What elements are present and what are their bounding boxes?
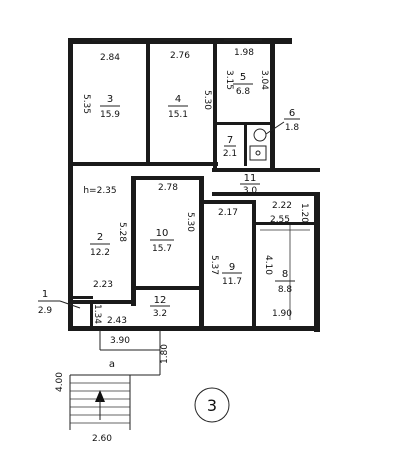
dim-1-98: 1.98 xyxy=(234,48,254,58)
drain-icon xyxy=(255,150,261,156)
dim-5-28: 5.28 xyxy=(117,222,127,242)
dim-5-37: 5.37 xyxy=(209,255,219,275)
wall-10-9 xyxy=(199,176,204,326)
entrance-arrow-icon xyxy=(95,390,105,402)
room-2-area: 12.2 xyxy=(90,248,110,258)
room-8-number: 8 xyxy=(282,269,288,280)
dim-3-90: 3.90 xyxy=(110,336,130,346)
room-4-number: 4 xyxy=(175,94,181,105)
room-2-number: 2 xyxy=(97,232,103,243)
room-1-area: 2.9 xyxy=(38,306,53,316)
porch xyxy=(69,330,161,430)
wall-top-9 xyxy=(199,200,254,204)
room-3-number: 3 xyxy=(107,94,113,105)
dim-4-00: 4.00 xyxy=(55,372,65,392)
room-6-number: 6 xyxy=(289,108,295,119)
dim-4-10: 4.10 xyxy=(263,255,273,275)
wall-3-4 xyxy=(146,44,150,164)
dim-height-2-35: h=2.35 xyxy=(83,186,116,196)
wall-right-upper xyxy=(270,38,275,168)
dim-5-30-a: 5.30 xyxy=(202,90,212,110)
sheet-number: 3 xyxy=(207,396,217,415)
dim-2-22: 2.22 xyxy=(272,201,292,211)
room-10-area: 15.7 xyxy=(152,244,172,254)
wall-right-lower xyxy=(314,195,320,332)
dim-1-90: 1.90 xyxy=(272,309,292,319)
wall-room1 xyxy=(73,296,93,299)
wall-top xyxy=(68,38,292,44)
dim-2-78: 2.78 xyxy=(158,183,178,193)
wall-4-5 xyxy=(213,44,217,169)
room-12-area: 3.2 xyxy=(153,309,167,319)
room-11-area: 3.0 xyxy=(243,186,258,196)
room-9-area: 11.7 xyxy=(222,277,242,287)
wall-bottom xyxy=(68,326,320,331)
room-7-number: 7 xyxy=(227,135,233,146)
room-1-number: 1 xyxy=(42,289,48,300)
walls xyxy=(68,38,320,332)
toilet-icon xyxy=(253,128,267,142)
room-12-number: 12 xyxy=(154,295,167,306)
dimension-labels: 2.84 2.76 1.98 5.35 5.30 3.15 3.04 h=2.3… xyxy=(55,48,309,444)
dim-3-15: 3.15 xyxy=(224,70,234,90)
wall-bottom-2 xyxy=(73,300,131,304)
room-6-leader xyxy=(265,121,285,135)
room-11-number: 11 xyxy=(244,173,257,184)
sink-icon xyxy=(249,145,267,161)
wall-9-8 xyxy=(252,200,256,326)
dim-2-23: 2.23 xyxy=(93,280,113,290)
dim-5-30-b: 5.30 xyxy=(185,212,195,232)
wall-room1-side xyxy=(90,300,93,326)
bathroom-fixtures xyxy=(249,128,267,161)
room8-hatch xyxy=(260,225,310,320)
dim-1-20: 1.20 xyxy=(299,203,309,223)
room-6-area: 1.8 xyxy=(285,123,300,133)
dim-1-80: 1.80 xyxy=(160,344,170,364)
room-10-number: 10 xyxy=(156,228,169,239)
dim-1-34: 1.34 xyxy=(92,304,102,324)
room-8-area: 8.8 xyxy=(278,285,293,295)
room-5-number: 5 xyxy=(240,72,246,83)
wall-7-6 xyxy=(244,122,247,166)
dim-2-84: 2.84 xyxy=(100,53,120,63)
room-9-number: 9 xyxy=(229,262,235,273)
windows xyxy=(69,39,262,265)
dim-2-60: 2.60 xyxy=(92,434,112,444)
wall-2-10 xyxy=(131,178,136,306)
room-labels: 3 15.9 4 15.1 5 6.8 6 1.8 7 2.1 11 3.0 2… xyxy=(38,72,300,370)
wall-under-3-4 xyxy=(68,162,218,166)
dim-2-76: 2.76 xyxy=(170,51,190,61)
room-4-area: 15.1 xyxy=(168,110,188,120)
dim-3-04: 3.04 xyxy=(259,70,269,90)
room-5-area: 6.8 xyxy=(236,87,251,97)
sheet-number-circle xyxy=(194,387,230,423)
wall-top-12 xyxy=(136,286,199,290)
dim-2-55: 2.55 xyxy=(270,215,290,225)
wall-corridor-top xyxy=(212,168,320,172)
room-3-area: 15.9 xyxy=(100,110,120,120)
dim-5-35: 5.35 xyxy=(81,94,91,114)
dim-2-43: 2.43 xyxy=(107,316,127,326)
dim-2-17: 2.17 xyxy=(218,208,238,218)
room-1-leader xyxy=(59,300,81,309)
porch-label: a xyxy=(109,359,115,370)
wall-left xyxy=(68,38,73,330)
wall-top-8 xyxy=(256,222,314,225)
room-7-area: 2.1 xyxy=(223,149,237,159)
wall-top-10 xyxy=(131,176,203,180)
wall-corridor-bottom xyxy=(212,192,320,196)
